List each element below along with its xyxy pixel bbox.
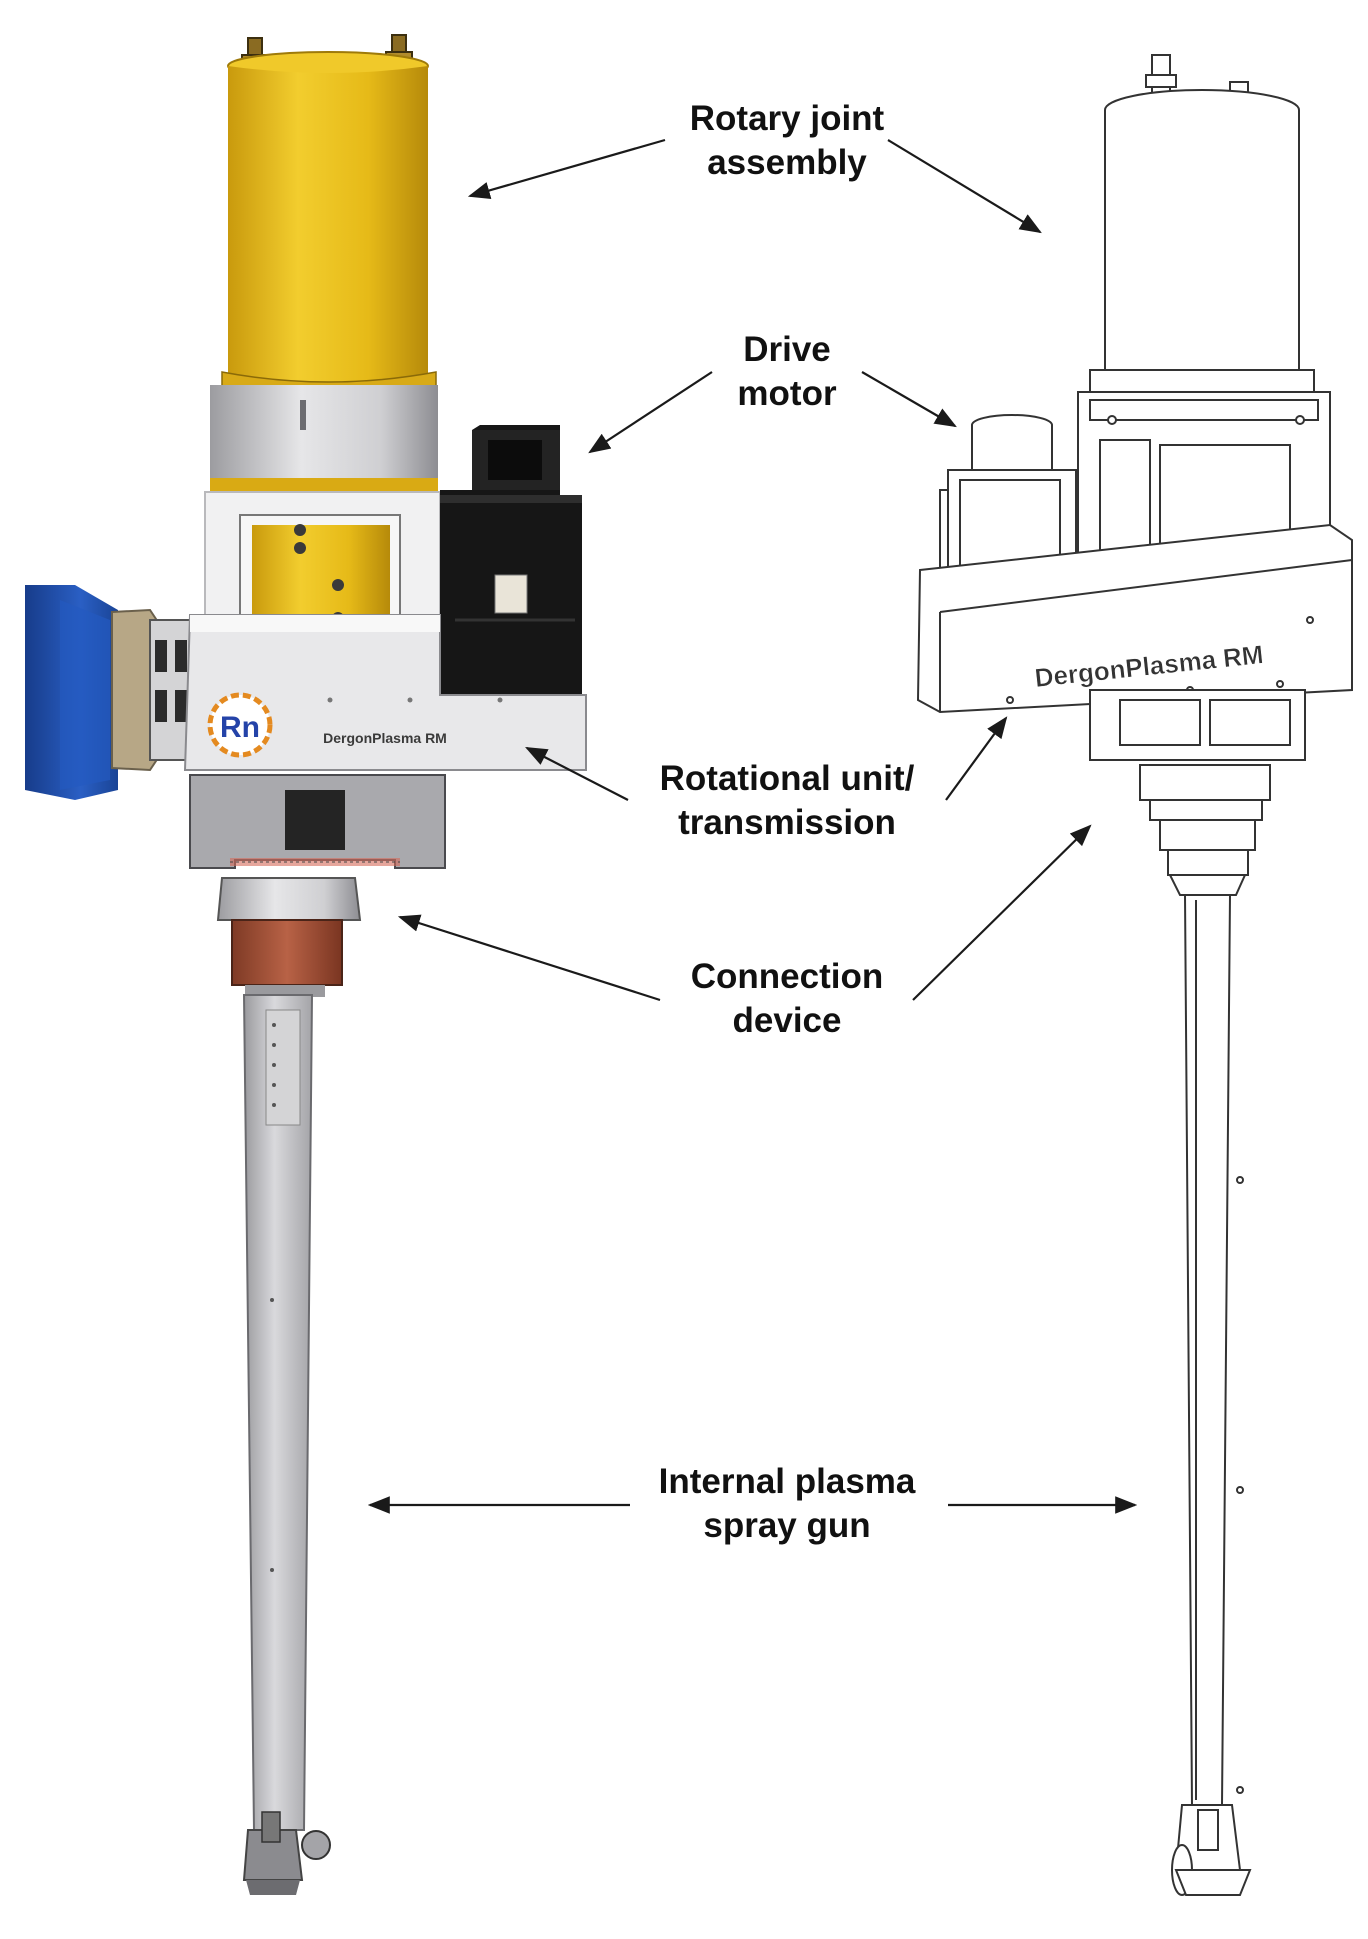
label-plasma-gun-line1: Internal plasma bbox=[658, 1462, 916, 1501]
label-rotary-joint-line1: Rotary joint bbox=[689, 99, 885, 138]
label-drive-motor: Drive motor bbox=[637, 328, 937, 416]
label-plasma-gun: Internal plasma spray gun bbox=[617, 1460, 957, 1548]
photo-connection-ring bbox=[216, 877, 362, 997]
photo-rotary-joint bbox=[221, 51, 437, 396]
photo-gearbox bbox=[189, 774, 446, 869]
label-connection-device-line1: Connection bbox=[690, 957, 884, 996]
label-drive-motor-line1: Drive bbox=[743, 330, 831, 369]
photo-assembly: Rn DergonPlasma RM bbox=[25, 34, 587, 1895]
label-connection-device-line2: device bbox=[732, 1001, 842, 1040]
photo-brand-text: DergonPlasma RM bbox=[323, 730, 447, 746]
arrow-transmission-left bbox=[525, 746, 629, 801]
line-drawing-assembly: DergonPlasma RM bbox=[916, 54, 1353, 1896]
arrow-motor-left bbox=[588, 371, 713, 454]
photo-gun-tip bbox=[242, 1811, 331, 1895]
label-rotational-unit-line1: Rotational unit/ bbox=[659, 759, 915, 798]
arrow-rotary-left bbox=[467, 138, 666, 199]
arrow-motor-right bbox=[861, 371, 957, 428]
photo-collar bbox=[210, 385, 438, 492]
callout-arrows bbox=[367, 138, 1138, 1514]
label-plasma-gun-line2: spray gun bbox=[703, 1506, 871, 1545]
arrow-transmission-right bbox=[945, 716, 1008, 801]
label-rotary-joint-line2: assembly bbox=[707, 143, 867, 182]
photo-transmission: Rn DergonPlasma RM bbox=[183, 614, 587, 771]
arrow-connection-left bbox=[397, 914, 661, 1002]
label-drive-motor-line2: motor bbox=[737, 374, 837, 413]
label-rotational-unit-line2: transmission bbox=[678, 803, 896, 842]
label-rotary-joint: Rotary joint assembly bbox=[637, 97, 937, 185]
photo-drive-motor bbox=[440, 425, 582, 700]
robot-arm bbox=[25, 585, 118, 800]
label-connection-device: Connection device bbox=[637, 955, 937, 1043]
arrow-connection-right bbox=[912, 824, 1092, 1001]
arrow-rotary-right bbox=[887, 139, 1042, 234]
photo-shaft bbox=[242, 994, 314, 1831]
label-rotational-unit: Rotational unit/ transmission bbox=[617, 757, 957, 845]
photo-logo-text: Rn bbox=[220, 711, 260, 744]
